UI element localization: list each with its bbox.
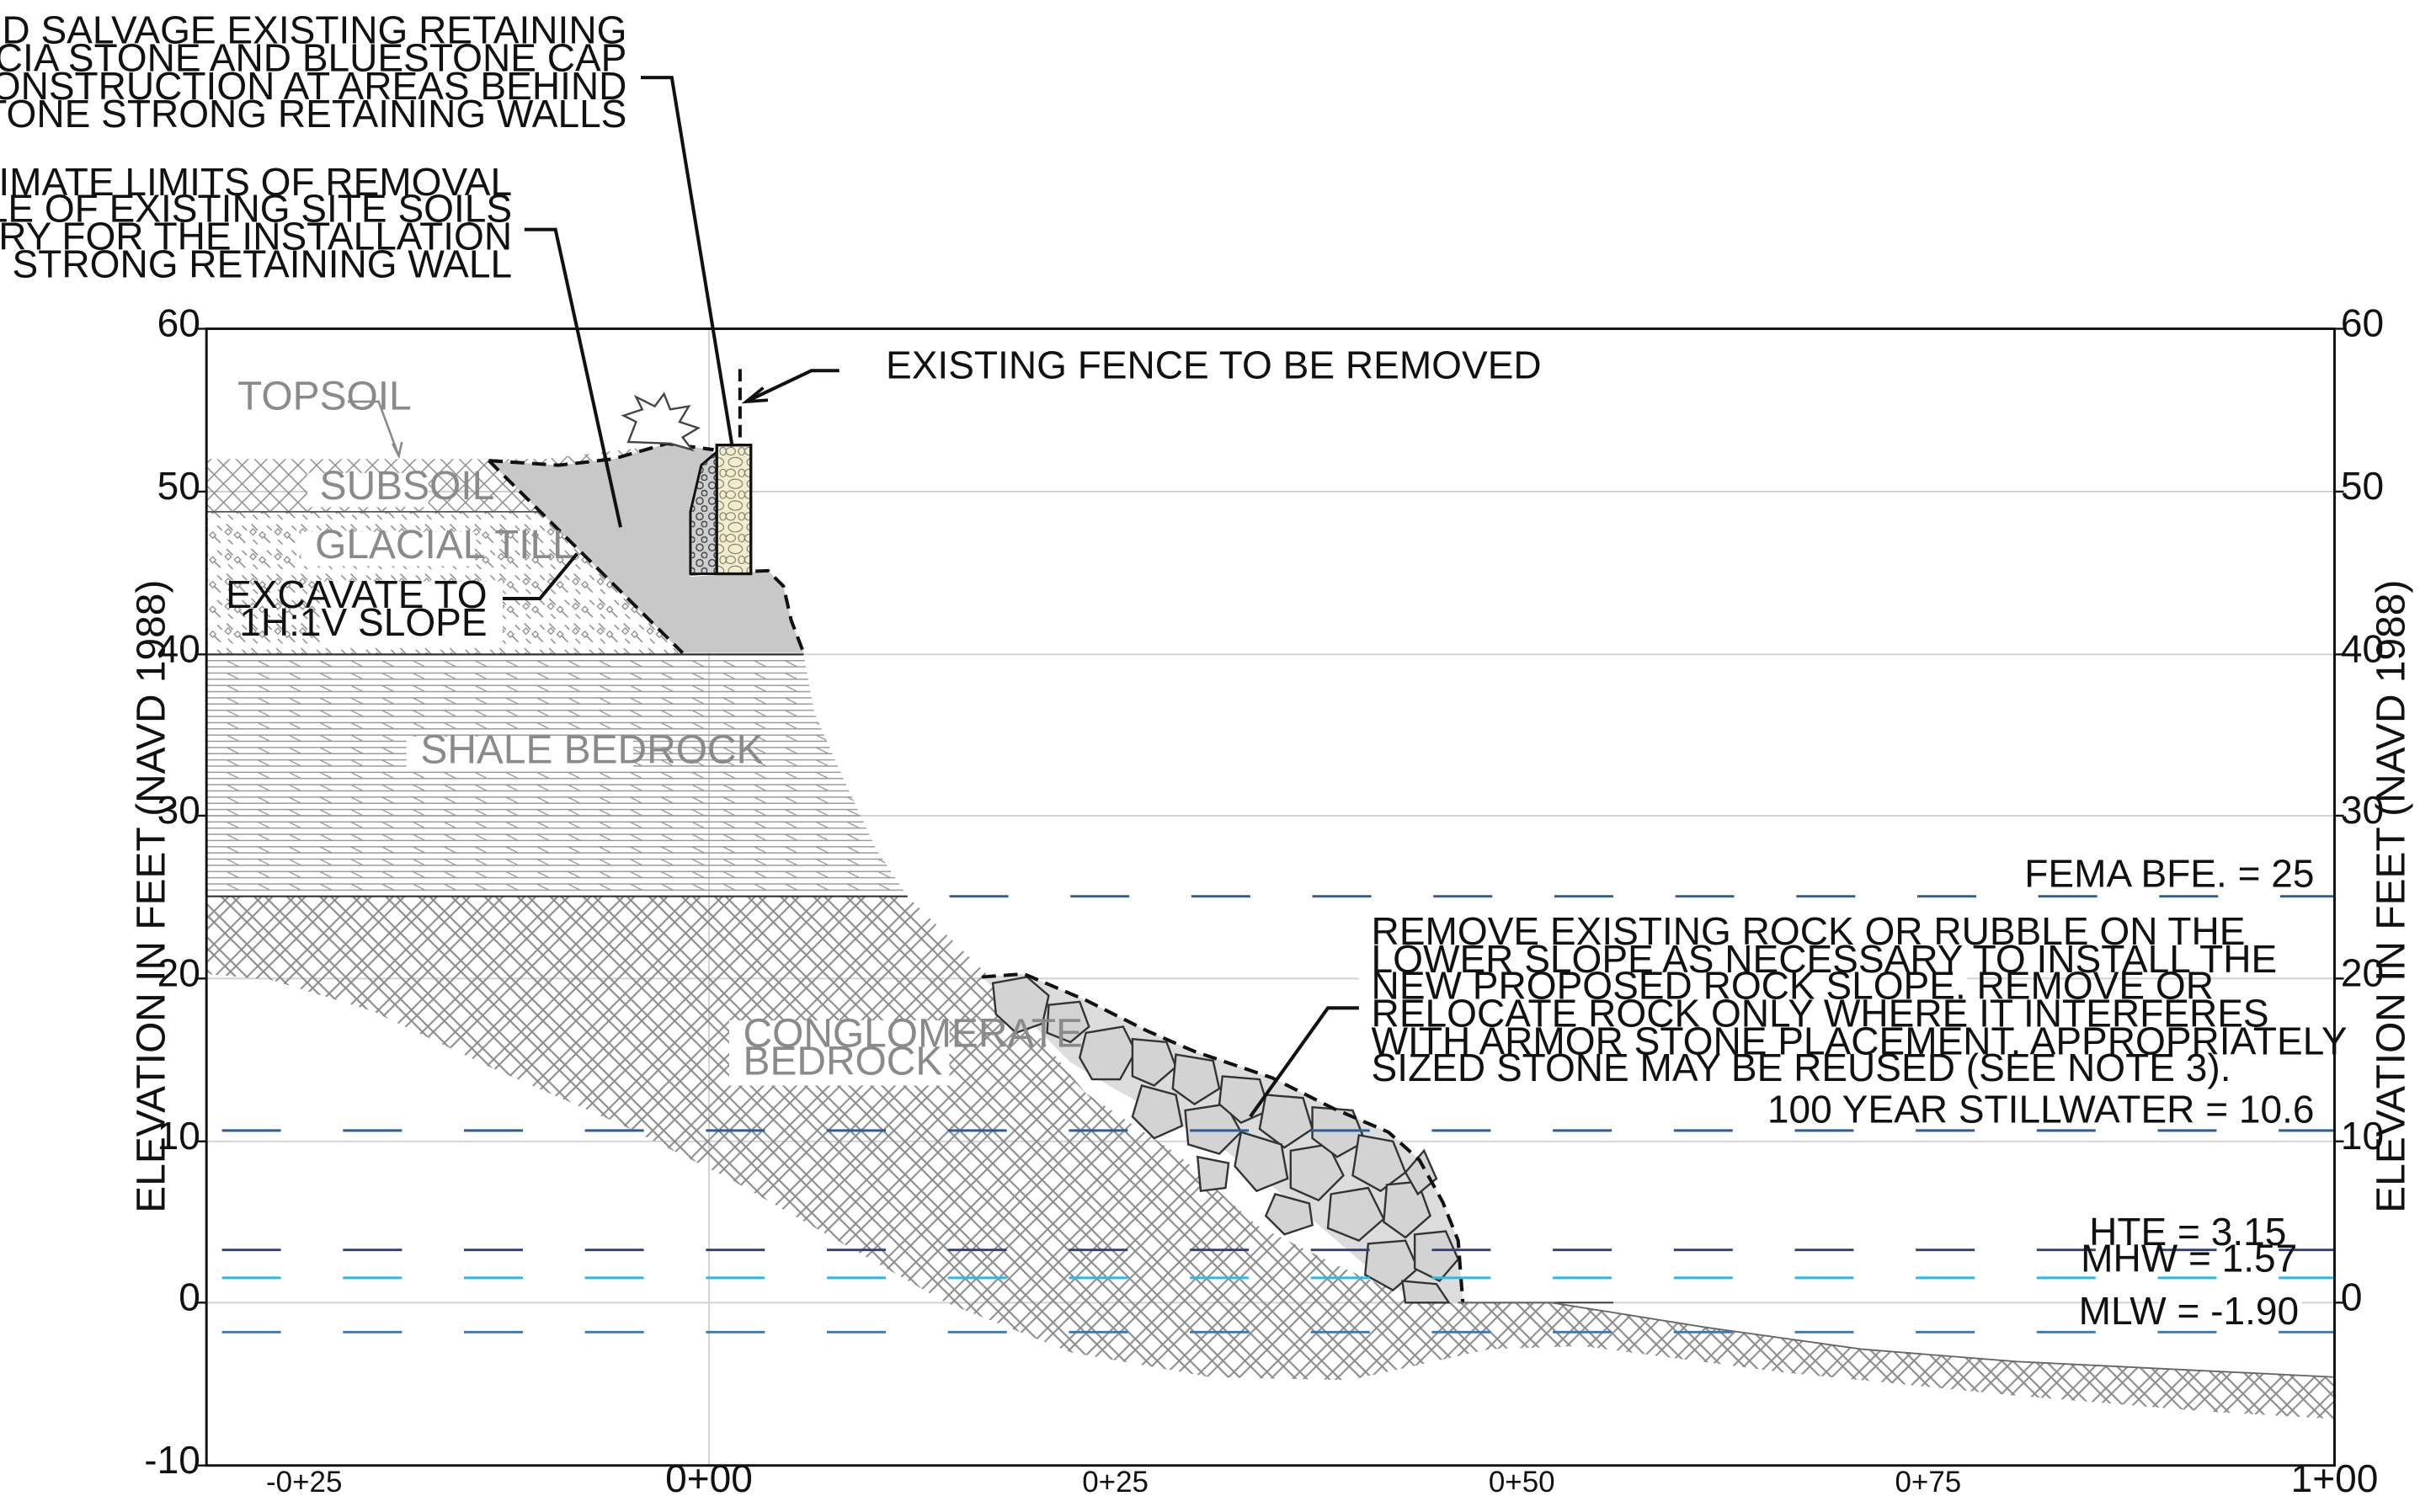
fema-bfe-label: FEMA BFE. = 25: [2024, 852, 2314, 896]
excavate-note-line-2: 1H:1V SLOPE: [239, 600, 487, 644]
excavate-note-line-1: EXCAVATE TO: [226, 572, 487, 616]
right-axis-labels: 60 50 40 30 20 10 0: [2341, 301, 2384, 1319]
stillwater-label: 100 YEAR STILLWATER = 10.6: [1767, 1088, 2315, 1131]
retaining-wall-fascia-stone: [715, 444, 753, 576]
y-tick-left: 20: [157, 951, 200, 995]
y-tick-left: 10: [157, 1114, 200, 1158]
y-tick-left: 40: [157, 627, 200, 671]
topsoil-label: TOPSOIL: [237, 374, 412, 418]
station-label: -0+25: [266, 1466, 342, 1499]
y-tick-left: 50: [157, 464, 200, 508]
armor-stone-boulders: [991, 976, 1460, 1304]
axis-ticks: [197, 327, 2344, 1467]
y-axis-title-right: ELEVATION IN FEET (NAVD 1988): [2369, 580, 2413, 1213]
shale-bedrock-label: SHALE BEDROCK: [420, 727, 763, 772]
conglomerate-label-line-1: CONGLOMERATE: [744, 1011, 1083, 1056]
station-label: 0+00: [665, 1456, 753, 1500]
station-label: 0+50: [1489, 1466, 1555, 1499]
limits-note-line: APPROXIMATE LIMITS OF REMOVAL: [0, 160, 512, 204]
y-tick-right: 60: [2341, 301, 2384, 345]
left-axis-labels: 60 50 40 30 20 10 0 -10: [144, 301, 200, 1482]
rock-note-line: RELOCATE ROCK ONLY WHERE IT INTERFERES: [1372, 991, 2269, 1035]
y-axis-title-left: ELEVATION IN FEET (NAVD 1988): [129, 580, 173, 1213]
plot-frame: [205, 327, 2336, 1467]
shale-bedrock-layer: [206, 654, 908, 897]
y-tick-left: 60: [157, 301, 200, 345]
glacial-till-label: GLACIAL TILL: [315, 523, 575, 567]
shrub-icon: [621, 391, 701, 452]
rock-note-line: REMOVE EXISTING ROCK OR RUBBLE ON THE: [1372, 909, 2246, 953]
mhw-label: MHW = 1.57: [2081, 1236, 2297, 1280]
rock-note-line: WITH ARMOR STONE PLACEMENT. APPROPRIATEL…: [1372, 1020, 2348, 1063]
water-level-labels: FEMA BFE. = 25 100 YEAR STILLWATER = 10.…: [1767, 852, 2322, 1333]
salvage-note-line: WALL FASCIA STONE AND BLUESTONE CAP: [0, 36, 626, 80]
y-tick-right: 10: [2341, 1114, 2384, 1158]
y-tick-left: 0: [179, 1275, 200, 1319]
rock-note-line: LOWER SLOPE AS NECESSARY TO INSTALL THE: [1372, 937, 2278, 981]
y-tick-right: 40: [2341, 627, 2384, 671]
y-tick-left: 30: [157, 788, 200, 832]
rock-note: REMOVE EXISTING ROCK OR RUBBLE ON THE LO…: [1372, 909, 2348, 1089]
station-labels: -0+25 0+00 0+25 0+50 0+75 1+00: [266, 1456, 2378, 1500]
station-label: 0+25: [1082, 1466, 1149, 1499]
y-tick-left: -10: [144, 1438, 200, 1482]
rock-note-line: NEW PROPOSED ROCK SLOPE. REMOVE OR: [1372, 963, 2214, 1007]
station-label: 1+00: [2291, 1456, 2379, 1500]
limits-note-line: AND STOCKPIOLE OF EXISTING SITE SOILS: [0, 186, 512, 230]
subsoil-label: SUBSOIL: [320, 464, 495, 508]
y-tick-right: 0: [2341, 1275, 2363, 1319]
salvage-note-line: PROPOSED STONE STRONG RETAINING WALLS: [0, 92, 626, 136]
y-tick-right: 20: [2341, 951, 2384, 995]
mlw-label: MLW = -1.90: [2079, 1289, 2299, 1333]
conglomerate-label-line-2: BEDROCK: [744, 1040, 943, 1084]
station-label: 0+75: [1895, 1466, 1961, 1499]
limits-note-line: AS NECESSARY FOR THE INSTALLATION: [0, 215, 512, 258]
excavation-zone: [488, 443, 804, 653]
rock-note-line: SIZED STONE MAY BE REUSED (SEE NOTE 3).: [1372, 1046, 2231, 1089]
layer-labels: TOPSOIL SUBSOIL GLACIAL TILL SHALE BEDRO…: [237, 374, 1083, 1086]
salvage-note-line: FOR RE-CONSTRUCTION AT AREAS BEHIND: [0, 64, 626, 108]
limits-note: APPROXIMATE LIMITS OF REMOVAL AND STOCKP…: [0, 160, 512, 286]
salvage-note: REMOVE AND SALVAGE EXISTING RETAINING WA…: [0, 8, 626, 136]
limits-note-line: OF STONE STRONG RETAINING WALL: [0, 242, 512, 286]
hte-label: HTE = 3.15: [2089, 1210, 2286, 1254]
salvage-note-line: REMOVE AND SALVAGE EXISTING RETAINING: [0, 8, 626, 52]
y-tick-right: 50: [2341, 464, 2384, 508]
fence-note: EXISTING FENCE TO BE REMOVED: [886, 343, 1542, 386]
y-tick-right: 30: [2341, 788, 2384, 832]
